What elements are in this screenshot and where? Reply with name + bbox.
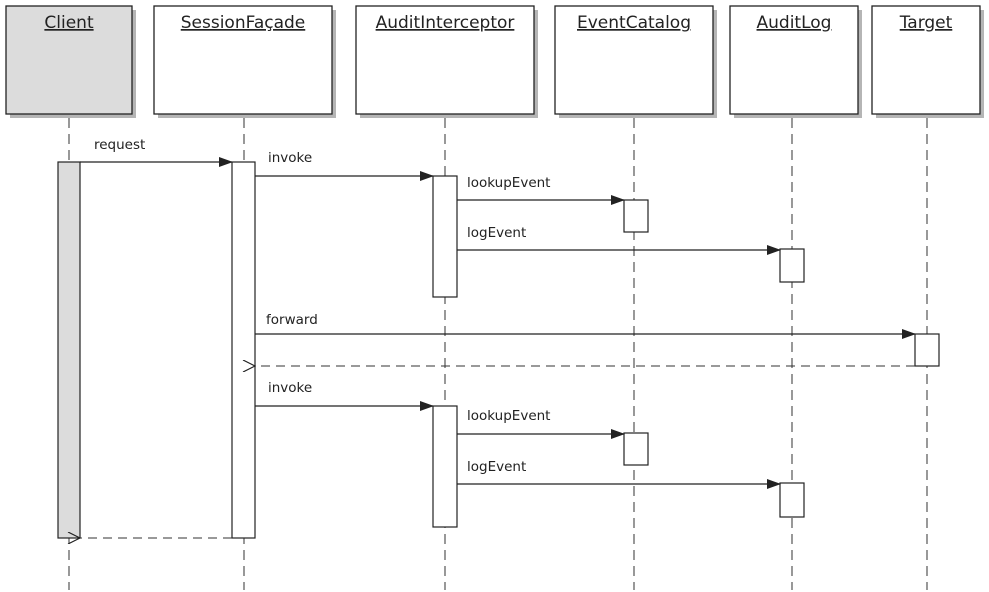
message-lookupEvent: lookupEvent	[457, 408, 625, 439]
message-lookupEvent: lookupEvent	[457, 175, 625, 205]
activation-audit	[432, 405, 458, 528]
activation-catalog	[623, 199, 649, 233]
activation-session	[231, 161, 256, 539]
message-logEvent: logEvent	[457, 225, 781, 255]
message-request: request	[80, 137, 233, 167]
participant-name: AuditInterceptor	[376, 13, 515, 33]
participant-name: Target	[899, 13, 953, 33]
participant-session: SessionFaçade	[153, 5, 336, 118]
participant-name: AuditLog	[757, 13, 832, 33]
participant-box	[5, 5, 133, 115]
participant-box	[871, 5, 981, 115]
message-logEvent: logEvent	[457, 459, 781, 489]
participant-catalog: EventCatalog	[554, 5, 717, 118]
participant-box	[554, 5, 714, 115]
message-label: lookupEvent	[467, 175, 550, 191]
activation-log	[779, 482, 805, 518]
participant-box	[729, 5, 859, 115]
message-label: lookupEvent	[467, 408, 550, 424]
activation-log	[779, 248, 805, 283]
participant-name: Client	[44, 13, 94, 33]
message-label: forward	[266, 312, 318, 328]
message-label: logEvent	[467, 225, 526, 241]
activation-catalog	[623, 432, 649, 466]
participant-audit: AuditInterceptor	[355, 5, 538, 118]
activation-target	[914, 333, 940, 367]
message-label: invoke	[268, 150, 312, 166]
participant-log: AuditLog	[729, 5, 862, 118]
participant-box	[355, 5, 535, 115]
participant-name: SessionFaçade	[181, 13, 306, 33]
message-invoke: invoke	[255, 150, 434, 181]
activation-client	[57, 161, 81, 539]
participant-name: EventCatalog	[577, 13, 691, 33]
participant-target: Target	[871, 5, 984, 118]
participant-client: Client	[5, 5, 136, 118]
participant-box	[153, 5, 333, 115]
message-label: request	[94, 137, 145, 153]
activation-audit	[432, 175, 458, 298]
message-forward: forward	[255, 312, 916, 339]
message-label: logEvent	[467, 459, 526, 475]
message-invoke: invoke	[255, 380, 434, 411]
message-label: invoke	[268, 380, 312, 396]
